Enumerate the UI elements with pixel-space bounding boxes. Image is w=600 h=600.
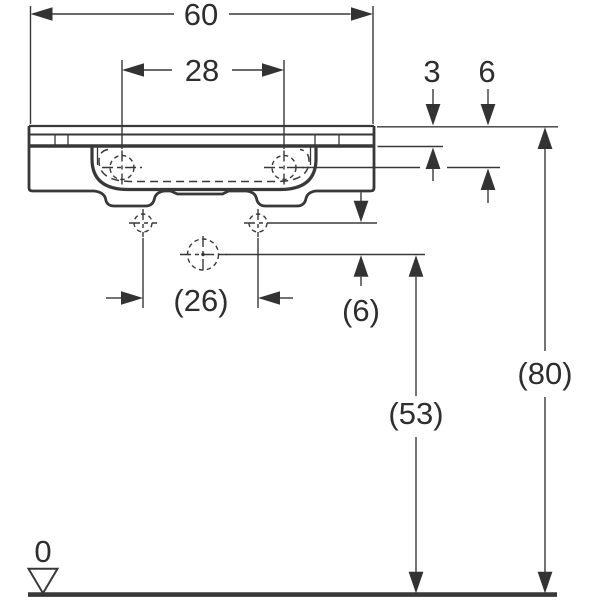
basin-body-outline	[27, 126, 376, 208]
dim6v-arrow-down	[353, 200, 369, 223]
dim28-arrow-right	[262, 63, 284, 77]
dim26-arrow-left	[121, 291, 143, 305]
dim60-arrow-left	[30, 7, 53, 21]
dim-basin-width: 60	[29, 0, 374, 124]
dim53-label: (53)	[388, 396, 443, 431]
dim26-ext-lines	[142, 238, 259, 308]
tap-hole-left-arms	[102, 150, 142, 185]
tap-hole-right-crosshair	[264, 150, 304, 185]
dim-rim-height: (80)	[517, 127, 573, 594]
reference-lines	[222, 126, 558, 256]
dim3-arrow-up	[425, 147, 441, 169]
dim80-arrow-up	[537, 127, 553, 149]
dim6v-arrow-up	[353, 255, 369, 277]
dim53-arrow-up	[408, 255, 424, 277]
bowl-hidden-rim-dashed	[98, 148, 310, 183]
bowl-outline	[90, 147, 318, 192]
fixing-hole-left-crosshair	[129, 209, 157, 237]
dim-outlet-height: (53)	[388, 255, 444, 594]
dim6-arrow-up	[480, 168, 496, 190]
dim60-ext-lines	[29, 6, 374, 124]
dim26-label: (26)	[173, 283, 228, 318]
dim26-arrow-right	[258, 291, 280, 305]
dim60-arrow-right	[351, 7, 373, 21]
washbasin-front-view	[27, 124, 376, 208]
tap-hole-right-arms	[264, 150, 304, 185]
outlet-center-dot	[201, 252, 205, 257]
dim80-arrow-down	[537, 571, 553, 594]
outlet-crosshair	[180, 236, 227, 273]
dim80-label: (80)	[517, 356, 572, 391]
datum-triangle-icon	[26, 567, 60, 596]
fixing-hole-left-arms	[129, 209, 157, 237]
dim60-label: 60	[184, 0, 218, 32]
tap-hole-left-crosshair	[102, 150, 142, 185]
floor-and-datum: 0	[26, 534, 557, 597]
dim-tap-hole-from-top: 6	[478, 54, 496, 203]
dim-tap-hole-spacing: 28	[121, 53, 285, 149]
dim6v-label: (6)	[342, 293, 380, 328]
dim6-arrow-down	[480, 104, 496, 126]
dim28-ext-lines	[121, 60, 285, 149]
dim-fixing-hole-spacing: (26)	[106, 238, 293, 318]
dim6-label: 6	[478, 54, 495, 89]
deck-hidden-ticks	[54, 135, 340, 145]
dim53-arrow-down	[408, 571, 424, 594]
dim3-arrow-down	[425, 104, 441, 126]
dim3-label: 3	[423, 54, 440, 89]
dim-rim-thickness: 3	[423, 54, 441, 181]
datum-zero-label: 0	[34, 534, 51, 569]
fixing-hole-right-crosshair	[244, 209, 272, 237]
dim28-label: 28	[185, 53, 219, 88]
dim28-arrow-left	[122, 63, 144, 77]
dim-fixing-to-outlet: (6)	[342, 192, 380, 328]
fixing-hole-right-arms	[244, 209, 272, 237]
